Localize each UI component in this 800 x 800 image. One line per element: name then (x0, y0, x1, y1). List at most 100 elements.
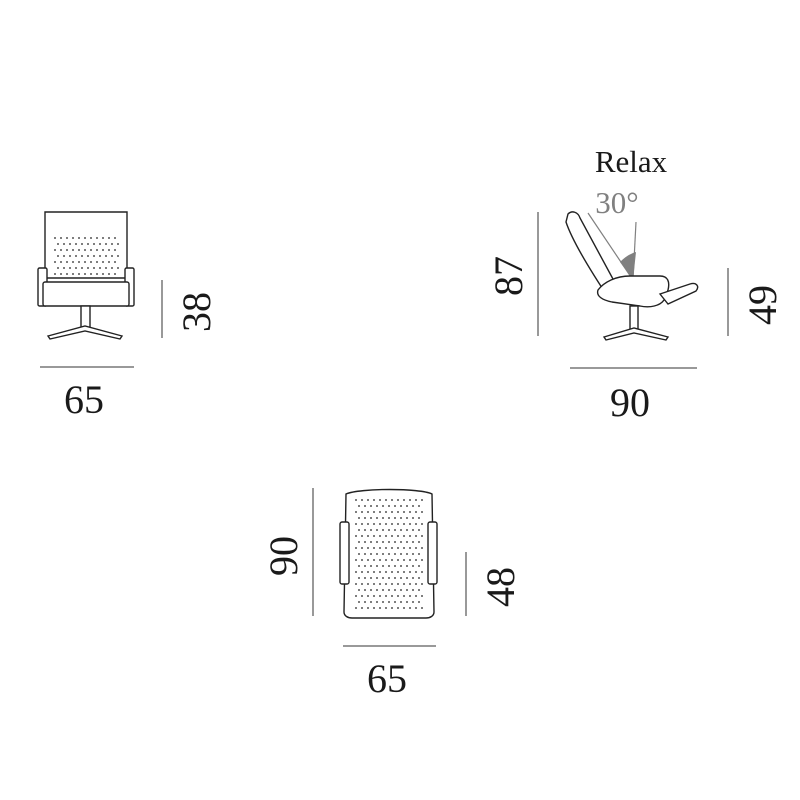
mesh-dot (421, 535, 423, 537)
mesh-dot (105, 243, 107, 245)
mesh-dot (367, 559, 369, 561)
mesh-dot (409, 523, 411, 525)
mesh-dot (418, 577, 420, 579)
mesh-dot (364, 541, 366, 543)
mesh-dot (394, 505, 396, 507)
mesh-dot (361, 499, 363, 501)
mesh-dot (78, 261, 80, 263)
mesh-dot (90, 261, 92, 263)
mesh-dot (382, 541, 384, 543)
mesh-dot (361, 547, 363, 549)
mesh-dot (355, 511, 357, 513)
mesh-dot (370, 589, 372, 591)
mesh-dot (403, 511, 405, 513)
mesh-dot (84, 249, 86, 251)
mesh-dot (385, 607, 387, 609)
mesh-dot (370, 577, 372, 579)
mesh-dot (376, 505, 378, 507)
mesh-dot (403, 571, 405, 573)
mesh-dot (373, 571, 375, 573)
mesh-dot (382, 553, 384, 555)
mesh-dot (406, 517, 408, 519)
mesh-dot (403, 499, 405, 501)
mesh-dot (117, 243, 119, 245)
mesh-dot (364, 601, 366, 603)
mesh-dot (376, 601, 378, 603)
mesh-dot (78, 273, 80, 275)
mesh-dot (379, 607, 381, 609)
mesh-dot (379, 547, 381, 549)
mesh-dot (400, 517, 402, 519)
mesh-dot (117, 267, 119, 269)
mesh-dot (367, 547, 369, 549)
mesh-dot (69, 267, 71, 269)
mesh-dot (397, 523, 399, 525)
mesh-dot (87, 267, 89, 269)
mesh-dot (361, 523, 363, 525)
mesh-dot (400, 541, 402, 543)
mesh-dot (358, 577, 360, 579)
mesh-dot (358, 505, 360, 507)
mesh-dot (54, 261, 56, 263)
mesh-dot (391, 511, 393, 513)
mesh-dot (403, 607, 405, 609)
mesh-dot (72, 261, 74, 263)
mesh-dot (394, 541, 396, 543)
mesh-dot (385, 559, 387, 561)
mesh-dot (373, 583, 375, 585)
side-armrest-height-label: 49 (740, 285, 785, 325)
mesh-dot (412, 601, 414, 603)
mesh-dot (355, 523, 357, 525)
mesh-dot (373, 559, 375, 561)
mesh-dot (373, 607, 375, 609)
mesh-dot (418, 565, 420, 567)
mesh-dot (394, 577, 396, 579)
mesh-dot (397, 511, 399, 513)
mesh-dot (385, 583, 387, 585)
mesh-dot (418, 529, 420, 531)
mesh-dot (388, 529, 390, 531)
mesh-dot (385, 523, 387, 525)
mesh-dot (403, 547, 405, 549)
mesh-dot (90, 249, 92, 251)
mesh-dot (358, 517, 360, 519)
mesh-dot (391, 499, 393, 501)
mesh-dot (90, 273, 92, 275)
mesh-dot (382, 565, 384, 567)
mesh-dot (391, 559, 393, 561)
mesh-dot (415, 511, 417, 513)
mesh-dot (391, 571, 393, 573)
top-width-label: 65 (367, 656, 407, 701)
mesh-dot (397, 499, 399, 501)
mesh-dot (415, 499, 417, 501)
mesh-dot (382, 517, 384, 519)
mesh-dot (406, 505, 408, 507)
mesh-dot (388, 553, 390, 555)
mesh-dot (84, 261, 86, 263)
mesh-dot (361, 583, 363, 585)
mesh-dot (72, 237, 74, 239)
mesh-dot (364, 553, 366, 555)
mesh-dot (409, 607, 411, 609)
mesh-dot (421, 499, 423, 501)
mesh-dot (388, 541, 390, 543)
mesh-dot (376, 589, 378, 591)
front-width-label: 65 (64, 377, 104, 422)
top-mesh-dots (355, 499, 423, 609)
mesh-dot (81, 243, 83, 245)
mesh-dot (397, 535, 399, 537)
mesh-dot (406, 565, 408, 567)
mesh-dot (382, 577, 384, 579)
mesh-dot (379, 523, 381, 525)
mesh-dot (406, 529, 408, 531)
mesh-dot (66, 237, 68, 239)
mesh-dot (108, 237, 110, 239)
mesh-dot (370, 541, 372, 543)
mesh-dot (93, 267, 95, 269)
mesh-dot (358, 541, 360, 543)
mesh-dot (406, 577, 408, 579)
mesh-dot (400, 505, 402, 507)
mesh-dot (370, 505, 372, 507)
mesh-dot (412, 517, 414, 519)
